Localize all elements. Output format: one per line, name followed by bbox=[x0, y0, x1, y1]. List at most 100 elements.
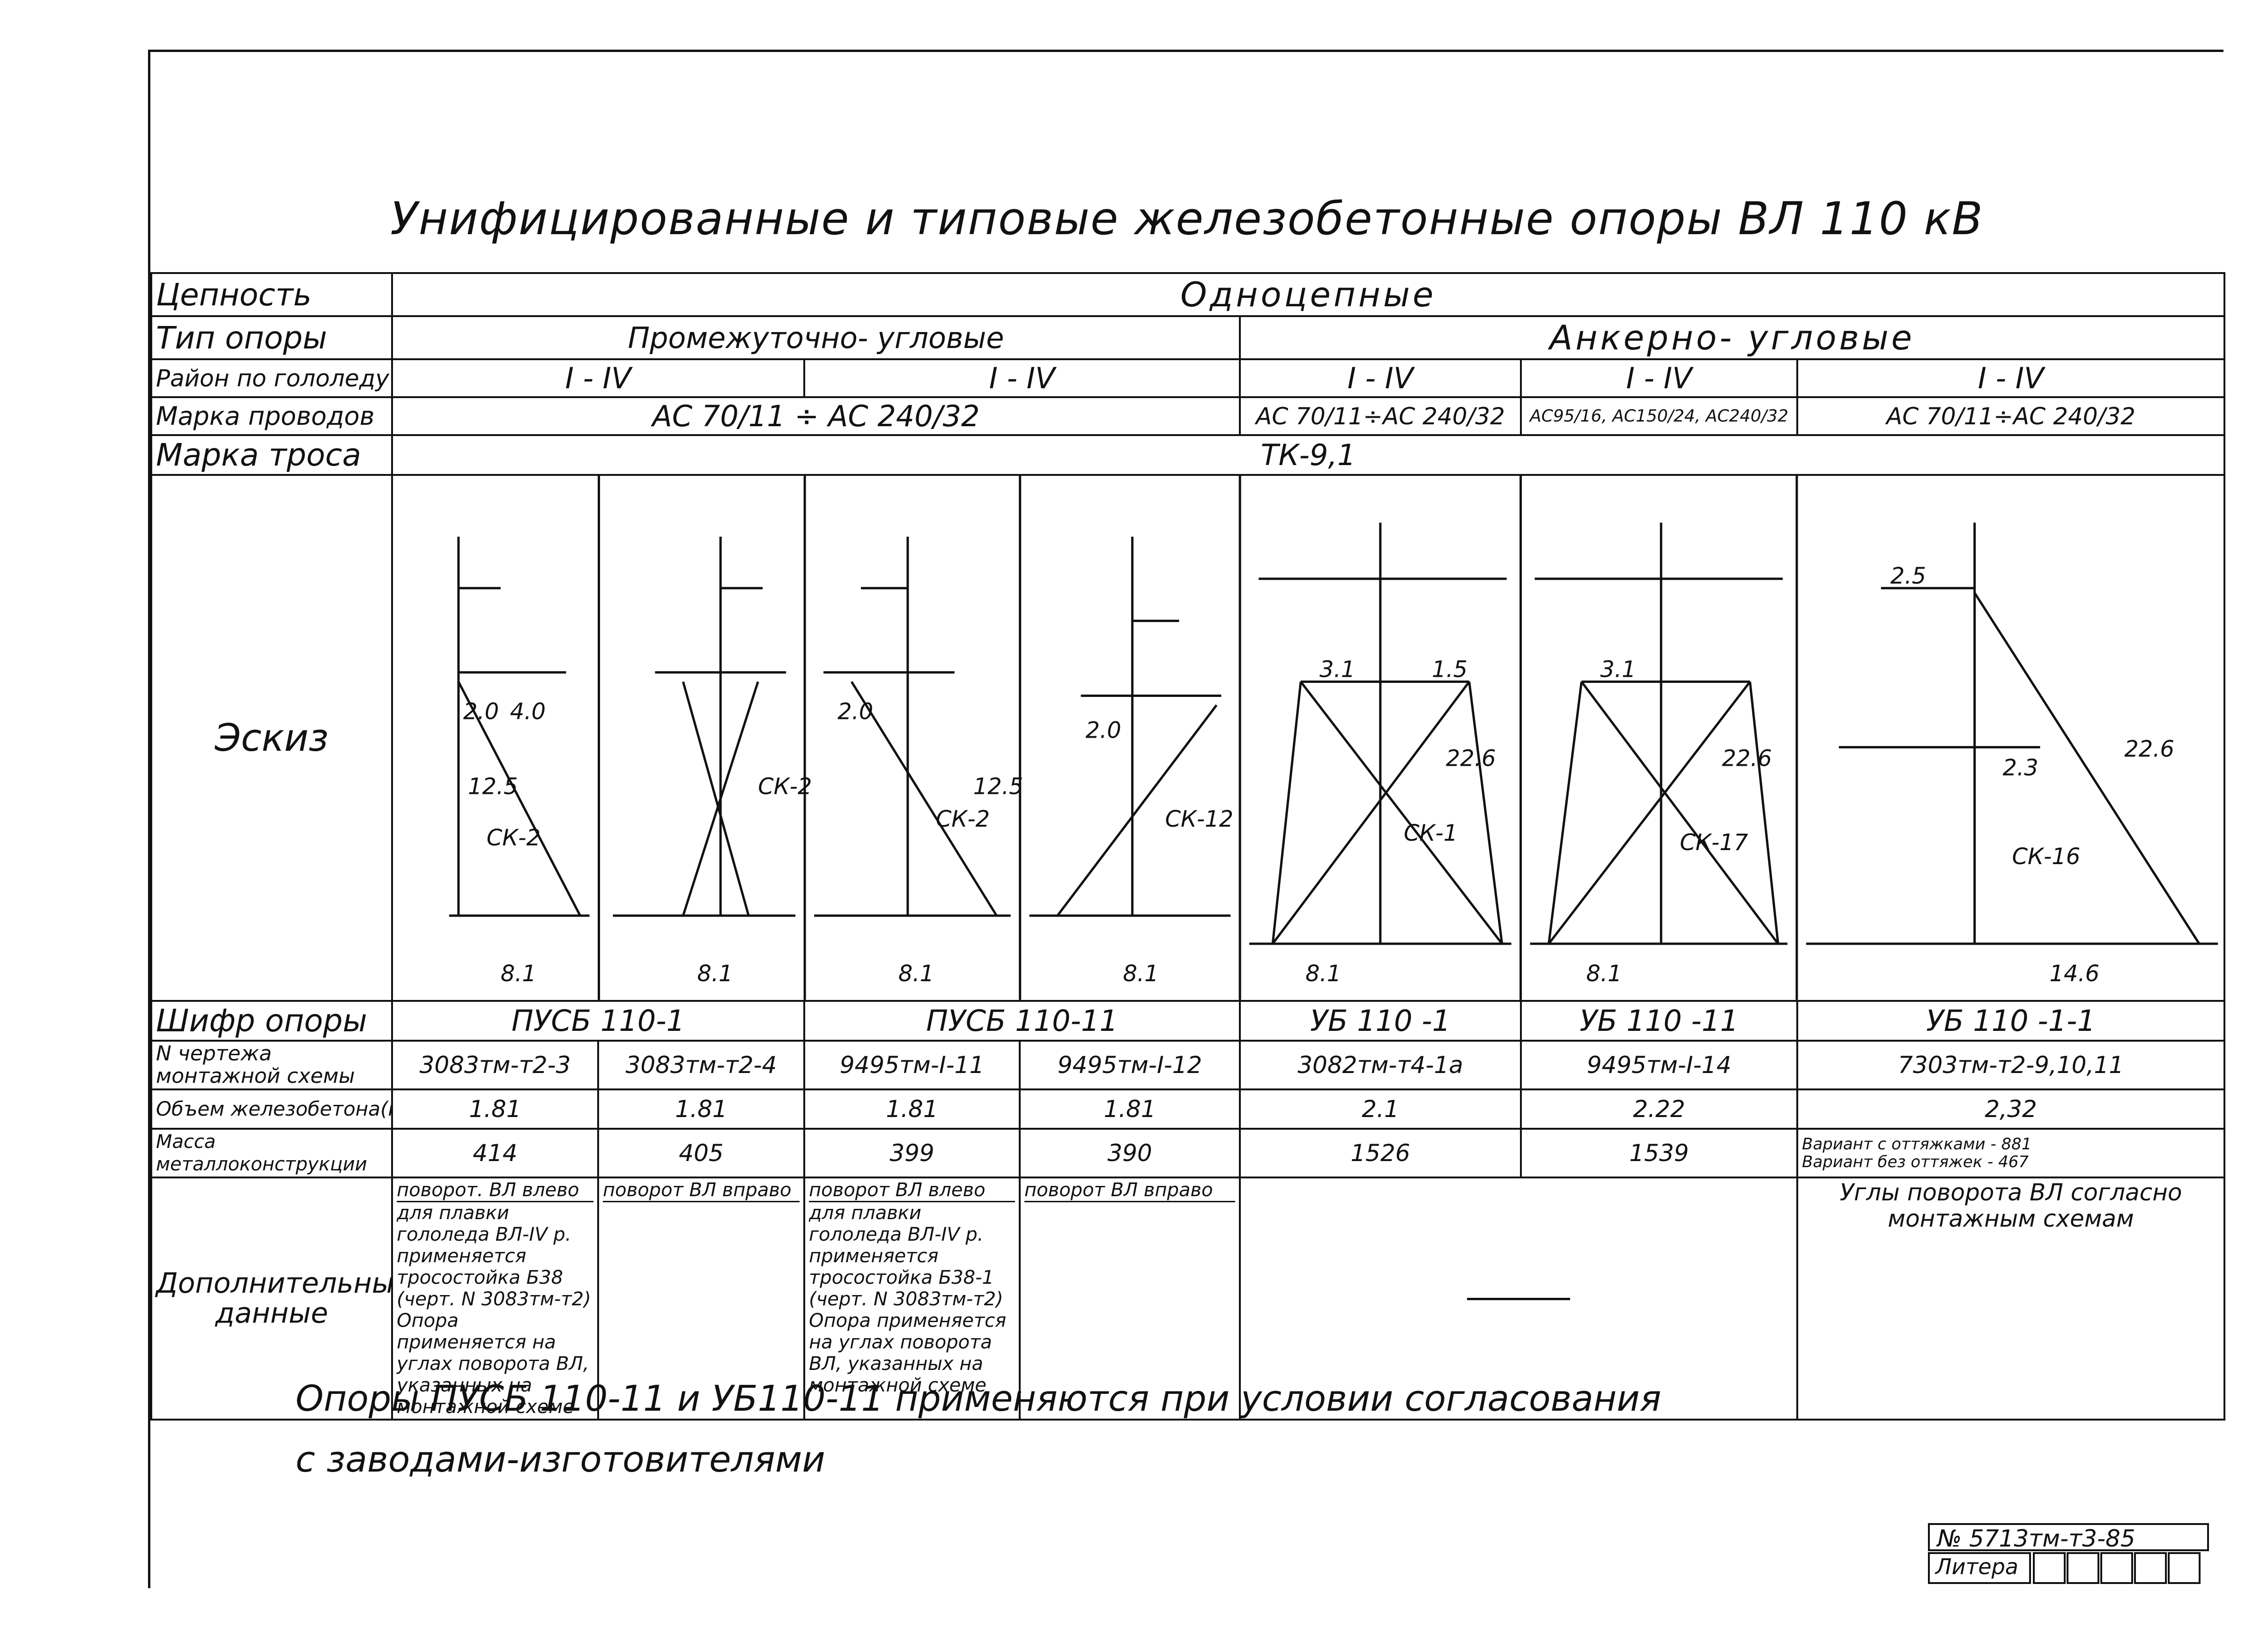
wire-4: АС 70/11÷АС 240/32 bbox=[1796, 396, 2226, 436]
wire-1: АС 70/11 ÷ АС 240/32 bbox=[391, 396, 1241, 436]
extra-last: Углы поворота ВЛ согласно монтажным схем… bbox=[1796, 1176, 2226, 1421]
dim-h-6: 22.6 bbox=[1722, 745, 1772, 771]
code-1: ПУСБ 110-1 bbox=[391, 999, 805, 1042]
mass-6: 1539 bbox=[1520, 1127, 1798, 1178]
dim-base-1: 8.1 bbox=[501, 961, 536, 987]
volume-6: 2.22 bbox=[1520, 1088, 1798, 1130]
mass-4: 390 bbox=[1019, 1127, 1241, 1178]
type-anchor: Анкерно- угловые bbox=[1238, 315, 2226, 360]
row-wire: Марка проводов АС 70/11 ÷ АС 240/32 АС 7… bbox=[150, 396, 2226, 436]
volume-2: 1.81 bbox=[597, 1088, 805, 1130]
cable-value: ТК-9,1 bbox=[391, 434, 2226, 476]
dim-h-7: 22.6 bbox=[2124, 736, 2174, 762]
dim-arm-3: 2.0 bbox=[838, 698, 873, 725]
volume-1: 1.81 bbox=[391, 1088, 599, 1130]
dim-arm-5b: 1.5 bbox=[1432, 657, 1468, 683]
label-type: Тип опоры bbox=[150, 315, 393, 360]
label-ck2-3: СК-2 bbox=[936, 806, 990, 832]
dim-h125-3: 12.5 bbox=[973, 773, 1023, 799]
circuit-value: Одноцепные bbox=[391, 272, 2226, 317]
row-mass: Масса металлоконструкции 414 405 399 390… bbox=[150, 1127, 2226, 1178]
label-ck1: СК-1 bbox=[1404, 820, 1458, 846]
row-extra: Дополнительные данные поворот. ВЛ влево … bbox=[150, 1176, 2226, 1421]
wire-3: АС95/16, АС150/24, АС240/32 bbox=[1520, 396, 1798, 436]
extra-1: поворот. ВЛ влево для плавки гололеда ВЛ… bbox=[391, 1176, 599, 1421]
row-type: Тип опоры Промежуточно- угловые Анкерно-… bbox=[150, 315, 2226, 360]
label-wire: Марка проводов bbox=[150, 396, 393, 436]
ice-4: I - IV bbox=[1520, 358, 1798, 398]
ice-2: I - IV bbox=[803, 358, 1241, 398]
drawing-5: 3082тм-т4-1а bbox=[1239, 1039, 1522, 1090]
label-ck2-2: СК-2 bbox=[758, 773, 812, 799]
ice-1: I - IV bbox=[391, 358, 805, 398]
stamp-box-3 bbox=[2100, 1552, 2133, 1584]
label-ck2-1: СК-2 bbox=[487, 825, 541, 851]
label-ck17: СК-17 bbox=[1680, 829, 1748, 856]
mass-variant-2: Вариант без оттяжек - 467 bbox=[1802, 1152, 2029, 1171]
code-3: УБ 110 -1 bbox=[1239, 999, 1522, 1042]
code-2: ПУСБ 110-11 bbox=[803, 999, 1241, 1042]
dim-arm-4: 2.0 bbox=[1086, 717, 1121, 743]
type-intermediate: Промежуточно- угловые bbox=[391, 315, 1241, 360]
row-sketch: Эскиз bbox=[150, 474, 2226, 1002]
label-ck12: СК-12 bbox=[1165, 806, 1233, 832]
extra-turn-2: поворот ВЛ вправо bbox=[603, 1179, 800, 1202]
footer-line-1: Опоры ПУСБ 110-11 и УБ110-11 применяются… bbox=[296, 1377, 1661, 1419]
extra-note-2: для плавки гололеда ВЛ-IV р. применяется… bbox=[809, 1202, 1007, 1396]
label-cable: Марка троса bbox=[150, 434, 393, 476]
label-volume: Объем железобетона(м3) bbox=[150, 1088, 393, 1130]
dim-base-2: 8.1 bbox=[697, 961, 733, 987]
wire-2: АС 70/11÷АС 240/32 bbox=[1239, 396, 1522, 436]
dim-arm-7: 2.5 bbox=[1890, 563, 1926, 589]
drawing-4: 9495тм-I-12 bbox=[1019, 1039, 1241, 1090]
sketch-area: 8.1 8.1 8.1 8.1 8.1 8.1 14.6 СК-2 СК-2 С… bbox=[391, 474, 2226, 1002]
extra-turn-3: поворот ВЛ влево bbox=[809, 1179, 1015, 1202]
mass-variant-1: Вариант с оттяжками - 881 bbox=[1802, 1134, 2032, 1154]
drawing-2: 3083тм-т2-4 bbox=[597, 1039, 805, 1090]
code-4: УБ 110 -11 bbox=[1520, 999, 1798, 1042]
extra-turn-1: поворот. ВЛ влево bbox=[397, 1179, 593, 1202]
footer-line-2: с заводами-изготовителями bbox=[296, 1438, 825, 1480]
drawing-7: 7303тм-т2-9,10,11 bbox=[1796, 1039, 2226, 1090]
dim-h125-1: 12.5 bbox=[468, 773, 518, 799]
label-ck16: СК-16 bbox=[2012, 844, 2081, 870]
dim-h-5: 22.6 bbox=[1446, 745, 1496, 771]
dim-base-4: 8.1 bbox=[1123, 961, 1158, 987]
mass-2: 405 bbox=[597, 1127, 805, 1178]
mass-3: 399 bbox=[803, 1127, 1021, 1178]
volume-7: 2,32 bbox=[1796, 1088, 2226, 1130]
dim-h-1: 4.0 bbox=[510, 698, 546, 725]
row-circuit: Цепность Одноцепные bbox=[150, 272, 2226, 317]
dash-mark bbox=[1467, 1297, 1570, 1300]
label-extra: Дополнительные данные bbox=[150, 1176, 393, 1421]
label-circuit: Цепность bbox=[150, 272, 393, 317]
dim-arm-6: 3.1 bbox=[1600, 657, 1636, 683]
dim-arm-1: 2.0 bbox=[463, 698, 499, 725]
row-volume: Объем железобетона(м3) 1.81 1.81 1.81 1.… bbox=[150, 1088, 2226, 1130]
drawing-sheet: Унифицированные и типовые железобетонные… bbox=[148, 50, 2226, 1588]
mass-1: 414 bbox=[391, 1127, 599, 1178]
extra-3: поворот ВЛ влево для плавки гололеда ВЛ-… bbox=[803, 1176, 1021, 1421]
row-ice: Район по гололеду I - IV I - IV I - IV I… bbox=[150, 358, 2226, 398]
volume-3: 1.81 bbox=[803, 1088, 1021, 1130]
ice-3: I - IV bbox=[1239, 358, 1522, 398]
extra-turn-4: поворот ВЛ вправо bbox=[1024, 1179, 1235, 1202]
stamp-box-5 bbox=[2168, 1552, 2201, 1584]
page-title: Унифицированные и типовые железобетонные… bbox=[390, 192, 1984, 245]
dim-arm-5: 3.1 bbox=[1319, 657, 1355, 683]
dim-base-6: 8.1 bbox=[1586, 961, 1622, 987]
mass-7: Вариант с оттяжками - 881 Вариант без от… bbox=[1796, 1127, 2226, 1178]
code-5: УБ 110 -1-1 bbox=[1796, 999, 2226, 1042]
volume-4: 1.81 bbox=[1019, 1088, 1241, 1130]
stamp-litera: Литера bbox=[1928, 1552, 2031, 1584]
stamp-box-2 bbox=[2067, 1552, 2099, 1584]
volume-5: 2.1 bbox=[1239, 1088, 1522, 1130]
drawing-3: 9495тм-I-11 bbox=[803, 1039, 1021, 1090]
stamp-number: № 5713тм-т3-85 bbox=[1928, 1523, 2209, 1552]
dim-base-3: 8.1 bbox=[898, 961, 934, 987]
drawing-6: 9495тм-I-14 bbox=[1520, 1039, 1798, 1090]
dim-base-7: 14.6 bbox=[2049, 961, 2099, 987]
extra-4: поворот ВЛ вправо bbox=[1019, 1176, 1241, 1421]
tower-sketches: 8.1 8.1 8.1 8.1 8.1 8.1 14.6 СК-2 СК-2 С… bbox=[449, 476, 2218, 999]
drawing-1: 3083тм-т2-3 bbox=[391, 1039, 599, 1090]
